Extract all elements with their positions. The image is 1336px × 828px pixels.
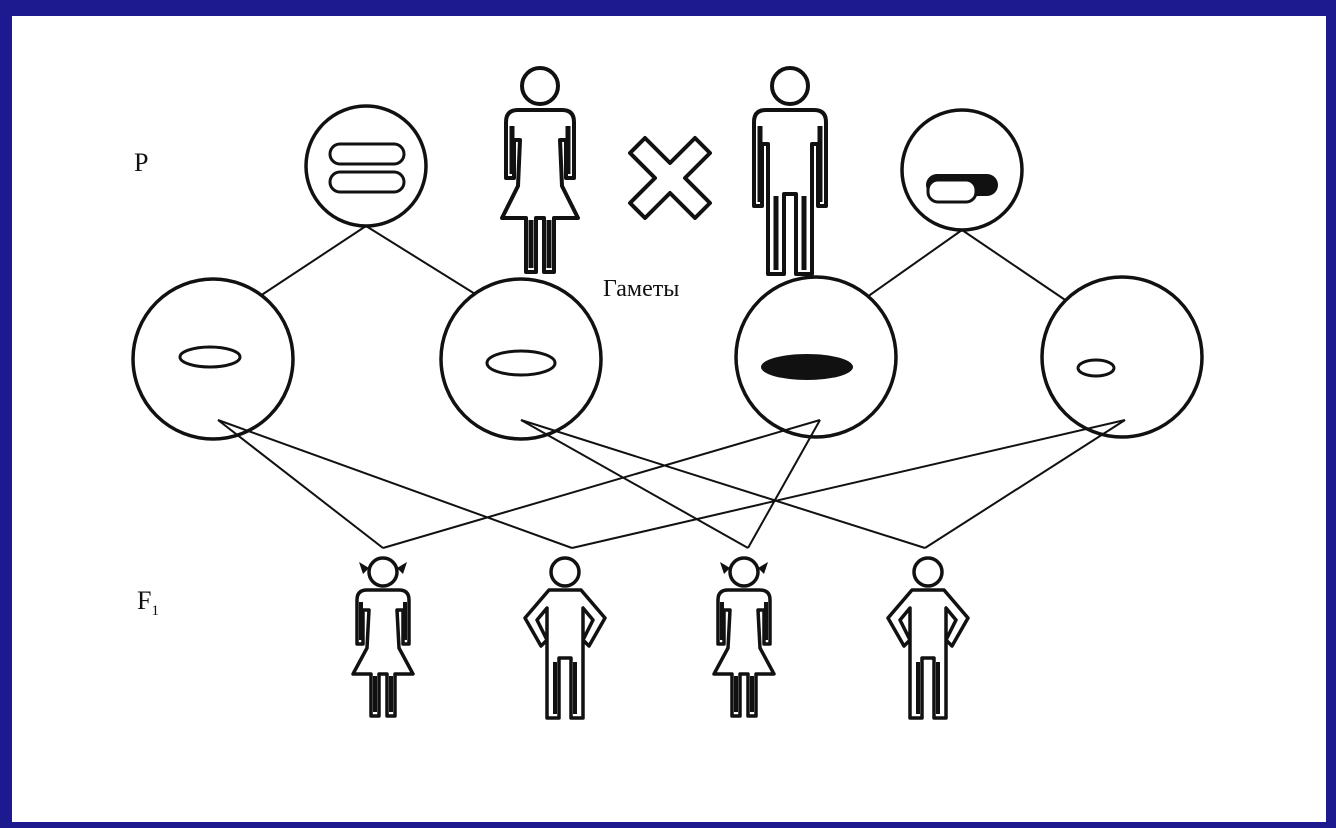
parents-label: P [134,148,149,177]
offspring-male-icon [523,556,607,720]
gamete-2 [439,277,603,441]
offspring-index: 1 [151,603,159,620]
gamete-1 [131,277,295,441]
mother-cell [304,104,428,228]
offspring-male-icon [886,556,970,720]
father-cell [900,108,1024,232]
offspring-female-icon [351,556,415,718]
offspring-label: F1 [137,586,159,620]
gametes-label: Гаметы [603,276,680,302]
gamete-3 [734,275,898,439]
gamete-4 [1040,275,1204,439]
offspring-female-icon [712,556,776,718]
male-figure-icon [754,68,826,274]
offspring-letter: F [137,586,152,615]
fertilization-lines [217,419,1126,549]
female-figure-icon [502,68,578,272]
cross-icon [628,136,712,220]
meiosis-lines [253,225,1081,311]
